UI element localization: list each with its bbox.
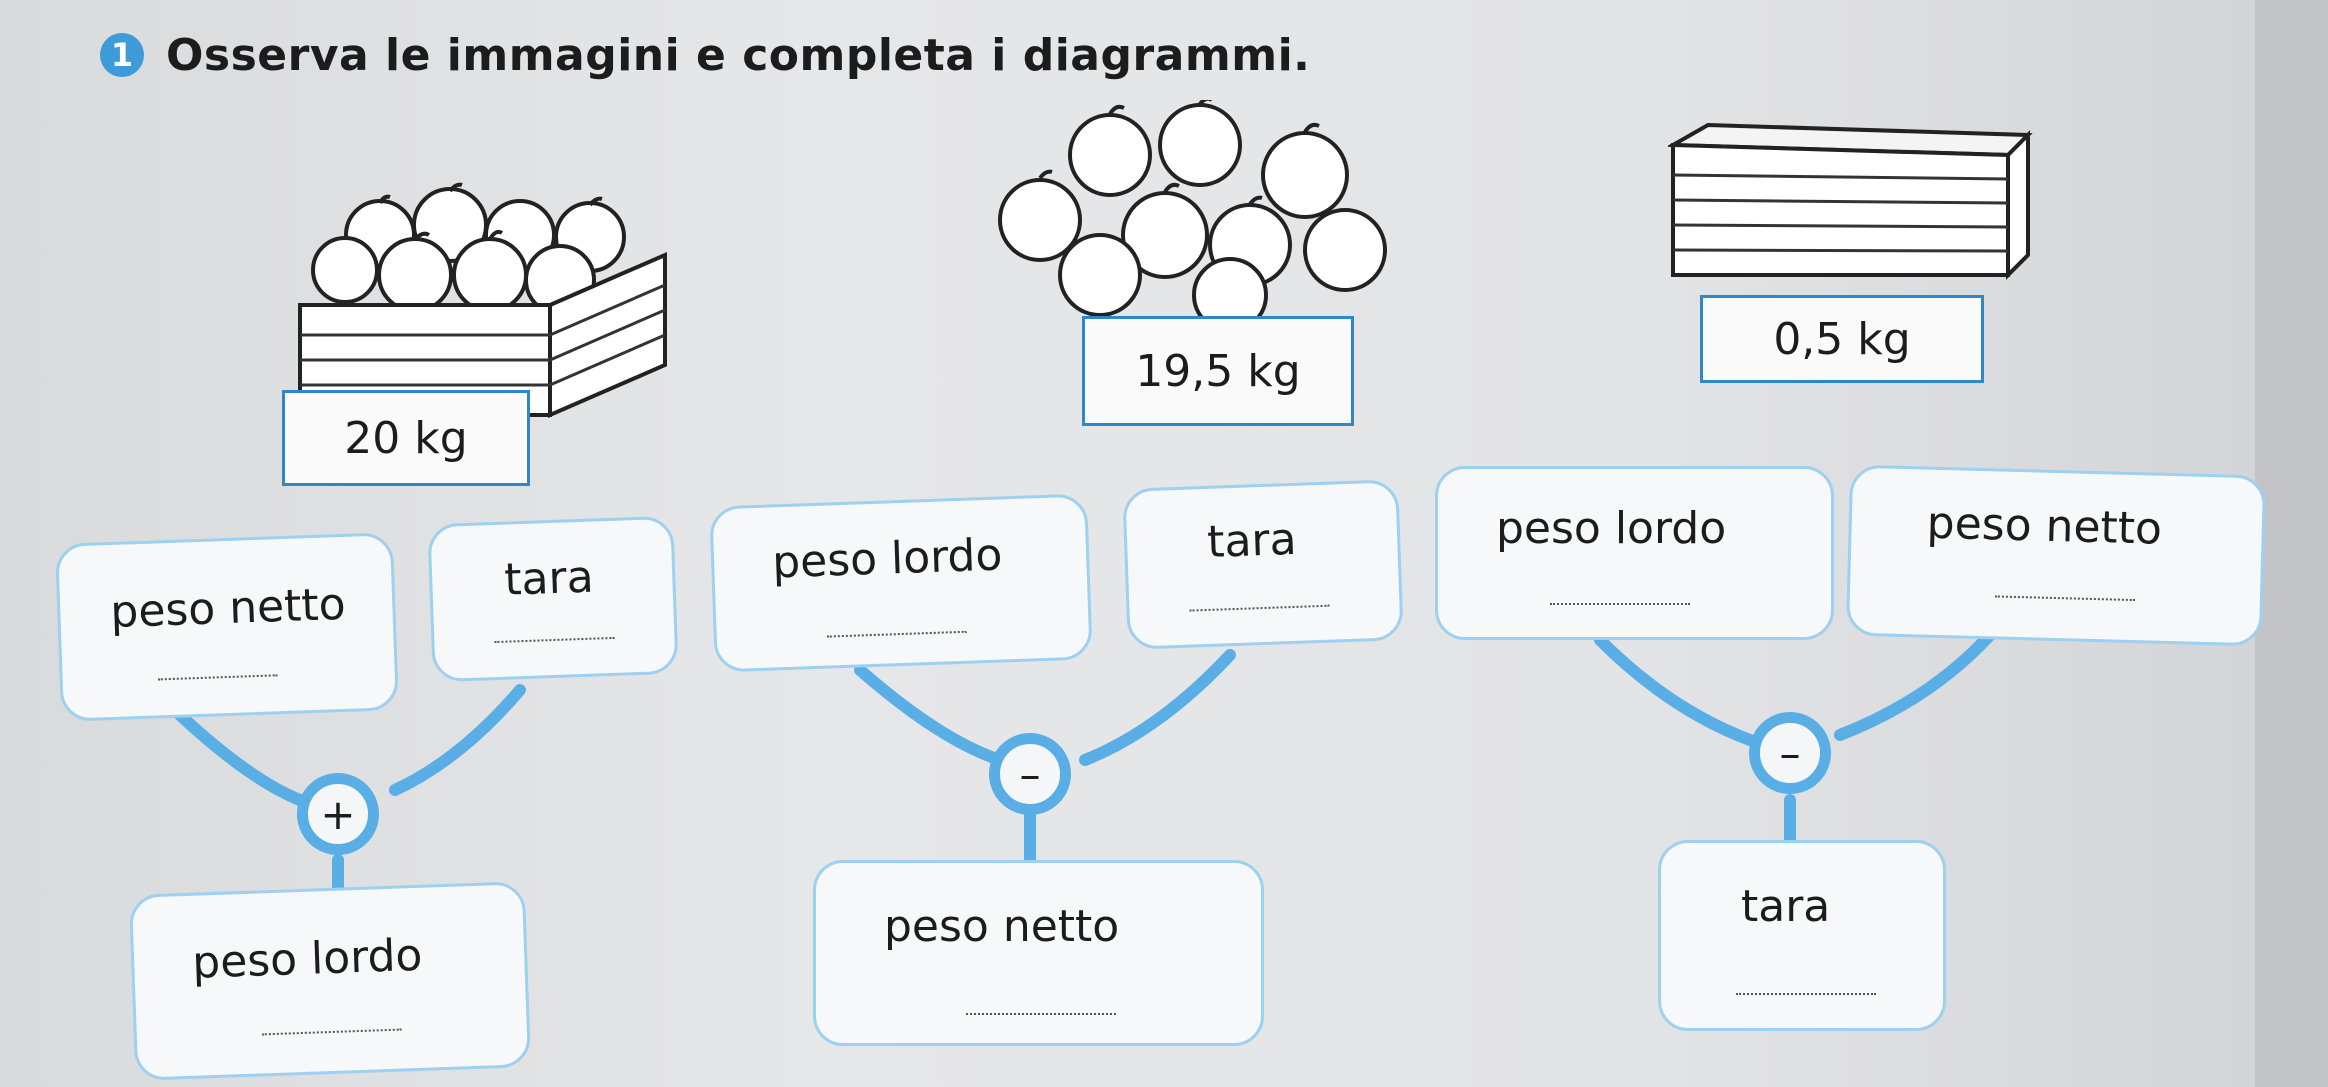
card-label: peso lordo xyxy=(771,529,1004,589)
diagram-1-input-2: tara xyxy=(427,515,679,683)
diagram-3-operator: – xyxy=(1749,712,1831,794)
card-label: peso netto xyxy=(1926,497,2163,555)
diagram-2-input-1: peso lordo xyxy=(709,493,1093,673)
exercise-instruction: Osserva le immagini e completa i diagram… xyxy=(166,29,1311,81)
card-label: tara xyxy=(1206,513,1298,568)
card-label: peso lordo xyxy=(1496,503,1727,554)
answer-blank[interactable] xyxy=(494,636,615,644)
answer-blank[interactable] xyxy=(261,1028,402,1036)
diagram-2-result: peso netto xyxy=(813,860,1264,1046)
crate-with-apples-weight: 20 kg xyxy=(282,390,530,486)
diagram-1-input-1: peso netto xyxy=(54,532,400,722)
diagram-3-input-1: peso lordo xyxy=(1435,466,1834,640)
answer-blank[interactable] xyxy=(966,1013,1116,1015)
answer-blank[interactable] xyxy=(157,674,278,681)
diagram-1-operator: + xyxy=(297,773,379,855)
answer-blank[interactable] xyxy=(1189,604,1330,612)
empty-crate-icon xyxy=(1668,122,2033,280)
card-label: tara xyxy=(1741,881,1831,932)
card-label: tara xyxy=(503,551,595,606)
card-label: peso lordo xyxy=(191,929,424,989)
page-edge xyxy=(2255,0,2328,1087)
diagram-3-result: tara xyxy=(1658,840,1946,1031)
answer-blank[interactable] xyxy=(1994,595,2135,602)
diagram-2-operator: – xyxy=(989,733,1071,815)
diagram-1-result: peso lordo xyxy=(128,881,532,1081)
empty-crate-weight: 0,5 kg xyxy=(1700,295,1984,383)
diagram-3-input-2: peso netto xyxy=(1845,464,2267,647)
exercise-number-badge: 1 xyxy=(100,33,144,77)
loose-apples-weight: 19,5 kg xyxy=(1082,316,1354,426)
diagram-2-input-2: tara xyxy=(1122,479,1404,650)
card-label: peso netto xyxy=(109,578,347,639)
answer-blank[interactable] xyxy=(1736,993,1876,995)
card-label: peso netto xyxy=(884,901,1120,952)
answer-blank[interactable] xyxy=(1550,603,1690,605)
crate-with-apples-icon xyxy=(298,182,667,419)
exercise-header: 1 Osserva le immagini e completa i diagr… xyxy=(100,20,1310,90)
answer-blank[interactable] xyxy=(826,630,967,638)
loose-apples-icon xyxy=(998,100,1387,330)
